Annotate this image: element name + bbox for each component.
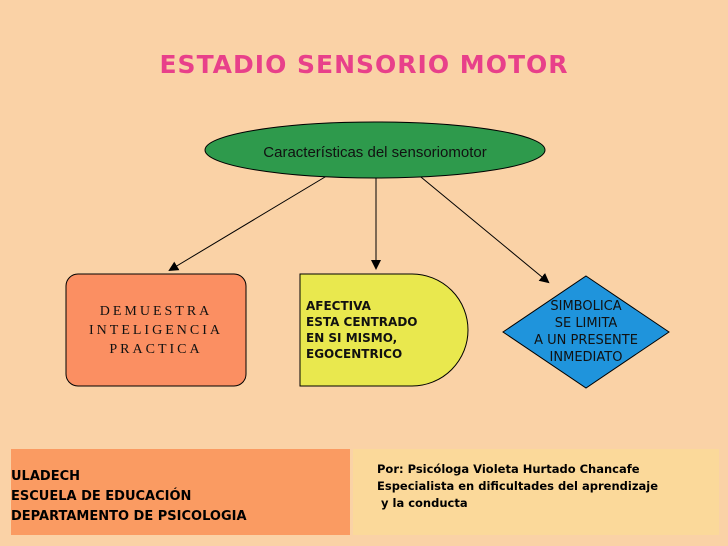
box-inteligencia-line: DEMUESTRA (99, 303, 213, 319)
box-afectiva-line: EGOCENTRICO (306, 347, 403, 361)
box-afectiva-line: EN SI MISMO, (306, 331, 398, 345)
box-simbolica-line: INMEDIATO (549, 350, 623, 365)
box-afectiva (299, 273, 469, 387)
page-title: ESTADIO SENSORIO MOTOR (159, 50, 569, 79)
box-simbolica-text: SIMBOLICA SE LIMITA A UN PRESENTE INMEDI… (503, 276, 669, 388)
box-afectiva-text: AFECTIVA ESTA CENTRADO EN SI MISMO, EGOC… (300, 274, 468, 386)
footer-author: Por: Psicóloga Violeta Hurtado Chancafe … (353, 449, 719, 535)
box-simbolica (502, 275, 670, 389)
connector-left (168, 167, 341, 272)
footer-institution-line: ULADECH (11, 469, 80, 484)
footer-author-line: Por: Psicóloga Violeta Hurtado Chancafe (377, 462, 640, 476)
footer-institution-line: DEPARTAMENTO DE PSICOLOGIA (11, 509, 247, 524)
box-inteligencia (65, 273, 247, 387)
central-label: Características del sensoriomotor (263, 143, 487, 161)
box-inteligencia-text: DEMUESTRA INTELIGENCIA PRACTICA (66, 274, 246, 386)
footer-author-line: y la conducta (377, 496, 468, 510)
box-inteligencia-line: INTELIGENCIA (89, 322, 223, 338)
box-simbolica-line: SE LIMITA (554, 316, 618, 331)
footer-author-line: Especialista en dificultades del aprendi… (377, 479, 659, 493)
box-inteligencia-line: PRACTICA (109, 341, 203, 357)
box-afectiva-line: ESTA CENTRADO (306, 315, 418, 329)
footer-institution: ULADECH ESCUELA DE EDUCACIÓN DEPARTAMENT… (11, 449, 350, 535)
connector-right (409, 167, 550, 284)
footer-institution-line: ESCUELA DE EDUCACIÓN (11, 489, 192, 504)
box-afectiva-line: AFECTIVA (306, 299, 371, 313)
central-ellipse (204, 121, 546, 179)
box-simbolica-line: SIMBOLICA (550, 299, 622, 314)
box-simbolica-line: A UN PRESENTE (534, 333, 638, 348)
